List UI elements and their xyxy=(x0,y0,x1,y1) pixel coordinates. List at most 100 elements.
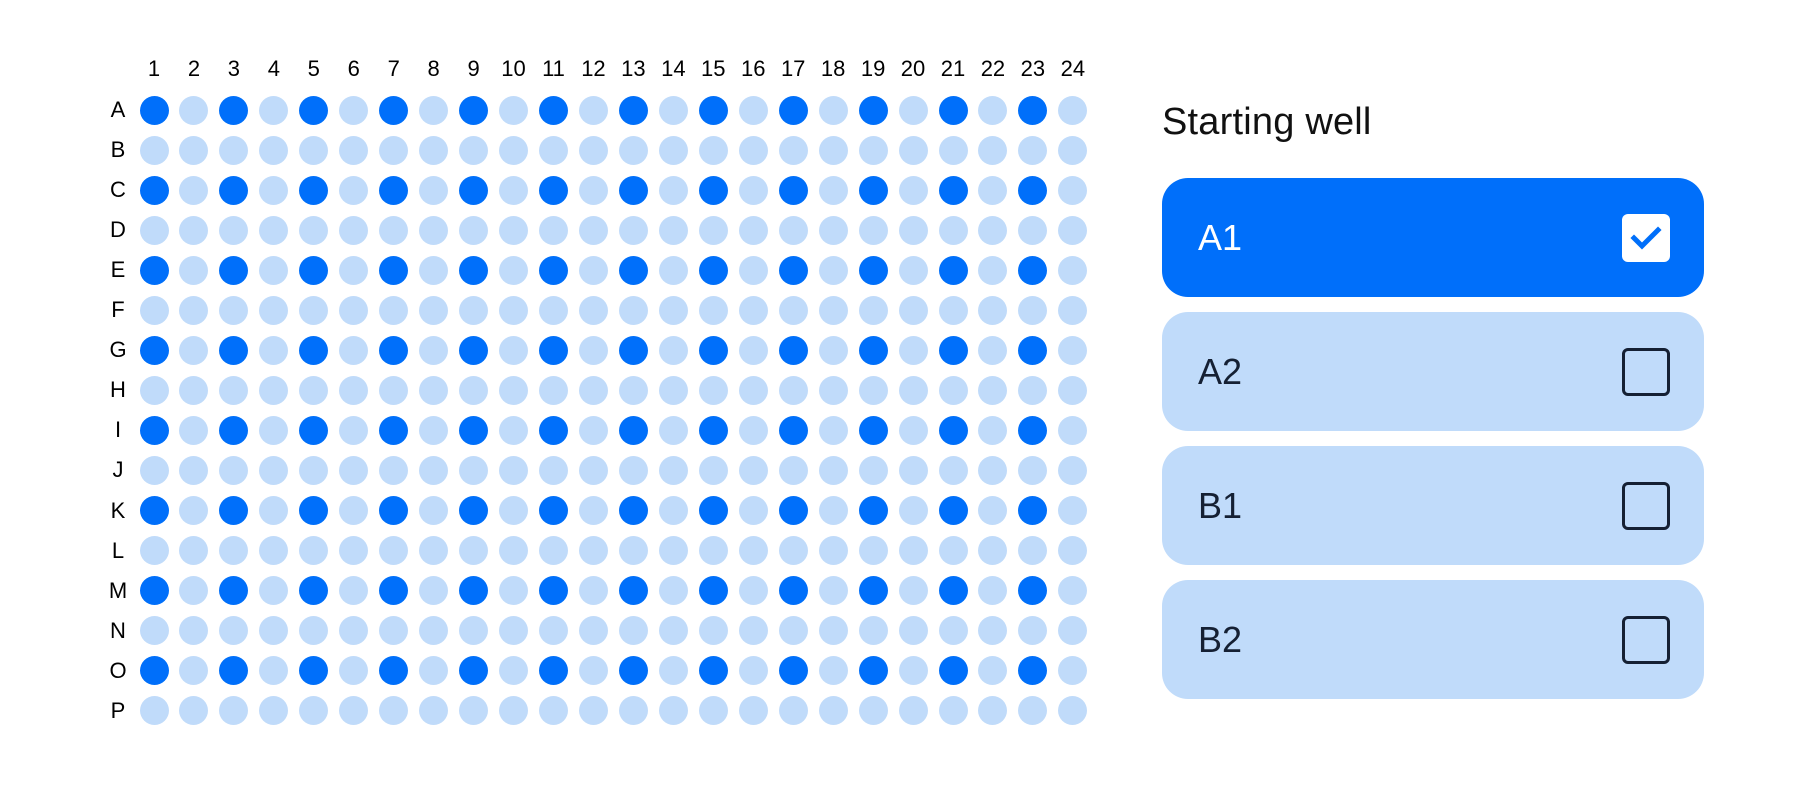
well-B18[interactable] xyxy=(818,135,848,165)
well-K23[interactable] xyxy=(1018,496,1048,525)
well-E22[interactable] xyxy=(978,255,1008,285)
well-G1[interactable] xyxy=(139,335,169,365)
well-E2[interactable] xyxy=(179,255,209,285)
well-D10[interactable] xyxy=(499,215,529,245)
well-J15[interactable] xyxy=(698,455,728,485)
well-E13[interactable] xyxy=(618,255,648,285)
well-I5[interactable] xyxy=(299,415,329,445)
well-I12[interactable] xyxy=(578,415,608,445)
well-P3[interactable] xyxy=(219,696,249,726)
well-C14[interactable] xyxy=(658,175,688,205)
well-K20[interactable] xyxy=(898,496,928,525)
well-B24[interactable] xyxy=(1058,135,1088,165)
well-J5[interactable] xyxy=(299,455,329,485)
well-K2[interactable] xyxy=(179,496,209,525)
well-E14[interactable] xyxy=(658,255,688,285)
well-N7[interactable] xyxy=(379,616,409,646)
well-D15[interactable] xyxy=(698,215,728,245)
well-C22[interactable] xyxy=(978,175,1008,205)
well-F2[interactable] xyxy=(179,295,209,325)
well-I7[interactable] xyxy=(379,415,409,445)
well-E16[interactable] xyxy=(738,255,768,285)
well-B11[interactable] xyxy=(539,135,568,165)
well-A14[interactable] xyxy=(658,95,688,125)
well-I1[interactable] xyxy=(139,415,169,445)
well-M10[interactable] xyxy=(499,576,529,606)
well-B21[interactable] xyxy=(938,135,968,165)
well-J3[interactable] xyxy=(219,455,249,485)
well-E3[interactable] xyxy=(219,255,249,285)
well-J9[interactable] xyxy=(459,455,489,485)
well-C12[interactable] xyxy=(578,175,608,205)
well-A17[interactable] xyxy=(778,95,808,125)
well-P6[interactable] xyxy=(339,696,369,726)
well-F8[interactable] xyxy=(419,295,449,325)
well-D8[interactable] xyxy=(419,215,449,245)
well-N15[interactable] xyxy=(698,616,728,646)
well-O20[interactable] xyxy=(898,656,928,686)
well-G6[interactable] xyxy=(339,335,369,365)
well-C19[interactable] xyxy=(858,175,888,205)
well-A1[interactable] xyxy=(139,95,169,125)
well-L8[interactable] xyxy=(419,536,449,566)
well-E20[interactable] xyxy=(898,255,928,285)
well-A9[interactable] xyxy=(459,95,489,125)
well-G19[interactable] xyxy=(858,335,888,365)
well-P9[interactable] xyxy=(459,696,489,726)
well-L5[interactable] xyxy=(299,536,329,566)
well-H1[interactable] xyxy=(139,375,169,405)
well-P18[interactable] xyxy=(818,696,848,726)
well-F22[interactable] xyxy=(978,295,1008,325)
well-C6[interactable] xyxy=(339,175,369,205)
well-C17[interactable] xyxy=(778,175,808,205)
well-C15[interactable] xyxy=(698,175,728,205)
well-D22[interactable] xyxy=(978,215,1008,245)
well-O2[interactable] xyxy=(179,656,209,686)
well-H6[interactable] xyxy=(339,375,369,405)
well-E4[interactable] xyxy=(259,255,289,285)
well-H23[interactable] xyxy=(1018,375,1048,405)
well-J1[interactable] xyxy=(139,455,169,485)
well-G11[interactable] xyxy=(539,335,568,365)
well-K21[interactable] xyxy=(938,496,968,525)
well-L14[interactable] xyxy=(658,536,688,566)
well-G22[interactable] xyxy=(978,335,1008,365)
well-P10[interactable] xyxy=(499,696,529,726)
well-I13[interactable] xyxy=(618,415,648,445)
well-J21[interactable] xyxy=(938,455,968,485)
well-B19[interactable] xyxy=(858,135,888,165)
well-I3[interactable] xyxy=(219,415,249,445)
well-O12[interactable] xyxy=(578,656,608,686)
well-N5[interactable] xyxy=(299,616,329,646)
well-I21[interactable] xyxy=(938,415,968,445)
well-P15[interactable] xyxy=(698,696,728,726)
well-L23[interactable] xyxy=(1018,536,1048,566)
well-O17[interactable] xyxy=(778,656,808,686)
well-B9[interactable] xyxy=(459,135,489,165)
well-O22[interactable] xyxy=(978,656,1008,686)
well-H11[interactable] xyxy=(539,375,568,405)
well-F14[interactable] xyxy=(658,295,688,325)
well-J24[interactable] xyxy=(1058,455,1088,485)
well-P8[interactable] xyxy=(419,696,449,726)
well-N2[interactable] xyxy=(179,616,209,646)
well-A2[interactable] xyxy=(179,95,209,125)
well-D9[interactable] xyxy=(459,215,489,245)
well-I16[interactable] xyxy=(738,415,768,445)
well-H21[interactable] xyxy=(938,375,968,405)
well-B12[interactable] xyxy=(578,135,608,165)
well-D7[interactable] xyxy=(379,215,409,245)
well-F16[interactable] xyxy=(738,295,768,325)
well-K18[interactable] xyxy=(818,496,848,525)
well-L4[interactable] xyxy=(259,536,289,566)
well-N23[interactable] xyxy=(1018,616,1048,646)
well-I20[interactable] xyxy=(898,415,928,445)
well-L6[interactable] xyxy=(339,536,369,566)
well-A3[interactable] xyxy=(219,95,249,125)
well-M2[interactable] xyxy=(179,576,209,606)
well-G2[interactable] xyxy=(179,335,209,365)
well-H15[interactable] xyxy=(698,375,728,405)
well-G18[interactable] xyxy=(818,335,848,365)
well-A8[interactable] xyxy=(419,95,449,125)
well-H5[interactable] xyxy=(299,375,329,405)
